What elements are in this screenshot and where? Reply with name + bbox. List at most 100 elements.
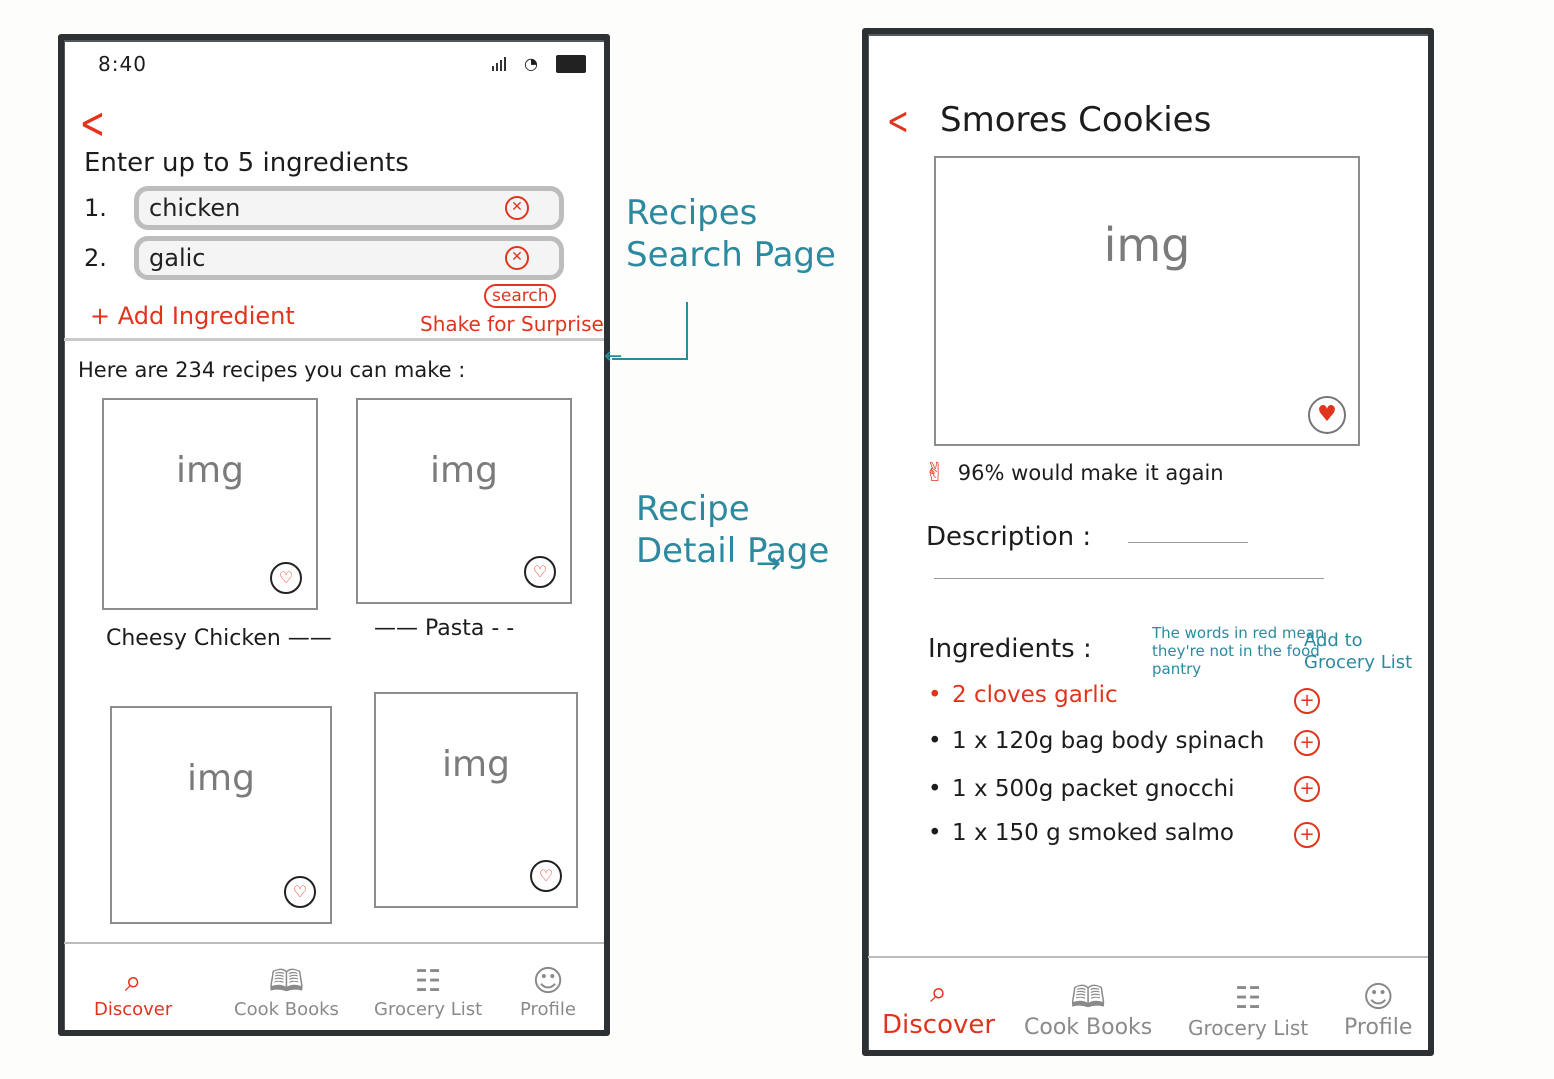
recipe-card-title[interactable]: Cheesy Chicken —— bbox=[106, 626, 332, 651]
arrow-left-icon: ← bbox=[604, 344, 623, 369]
recipe-detail-screen: < Smores Cookies img ♥ ✌ 96% would make … bbox=[862, 28, 1434, 1056]
ingredient-input-value[interactable] bbox=[147, 193, 511, 223]
tab-label: Cook Books bbox=[234, 999, 339, 1020]
bullet-icon: • bbox=[928, 728, 942, 754]
ingredient-input-2[interactable]: ✕ bbox=[134, 236, 564, 280]
results-count-text: Here are 234 recipes you can make : bbox=[78, 358, 466, 382]
shake-for-surprise-link[interactable]: Shake for Surprise bbox=[420, 312, 604, 336]
clear-ingredient-icon[interactable]: ✕ bbox=[505, 246, 529, 270]
description-label: Description : bbox=[926, 522, 1092, 552]
favorite-heart-icon[interactable]: ♡ bbox=[524, 556, 556, 588]
description-placeholder-line bbox=[1128, 542, 1248, 543]
ingredients-label: Ingredients : bbox=[928, 634, 1092, 664]
battery-icon bbox=[556, 54, 586, 73]
tab-discover[interactable]: ⌕ Discover bbox=[882, 975, 996, 1041]
ingredient-number: 1. bbox=[84, 194, 107, 222]
ingredient-item: • 1 x 120g bag body spinach bbox=[928, 728, 1264, 754]
annotation-arrow bbox=[686, 302, 688, 360]
ingredient-text: 1 x 150 g smoked salmo bbox=[952, 820, 1234, 846]
status-time: 8:40 bbox=[98, 52, 147, 76]
user-icon: ☺ bbox=[532, 964, 564, 999]
tab-label: Discover bbox=[882, 1010, 996, 1040]
bullet-icon: • bbox=[928, 776, 942, 802]
tab-cook-books[interactable]: 🕮 Cook Books bbox=[234, 964, 339, 1021]
thumbs-up-icon: ✌ bbox=[924, 458, 946, 488]
tab-grocery-list[interactable]: ☷ Grocery List bbox=[1188, 981, 1309, 1041]
bullet-icon: • bbox=[928, 682, 942, 708]
tab-cook-books[interactable]: 🕮 Cook Books bbox=[1024, 980, 1153, 1041]
tab-label: Grocery List bbox=[374, 999, 483, 1020]
detail-page-annotation: Recipe Detail Page bbox=[636, 489, 830, 571]
ingredient-item: • 1 x 150 g smoked salmo bbox=[928, 820, 1234, 846]
tab-bar: ⌕ Discover 🕮 Cook Books ☷ Grocery List ☺… bbox=[64, 942, 604, 1030]
recipe-card[interactable]: img ♡ bbox=[102, 398, 318, 610]
image-placeholder: img bbox=[442, 744, 510, 785]
missing-ingredient-note: The words in red mean they're not in the… bbox=[1152, 624, 1325, 678]
add-to-grocery-button[interactable]: + bbox=[1294, 688, 1320, 714]
book-icon: 🕮 bbox=[268, 964, 305, 999]
signal-icon bbox=[492, 56, 507, 71]
ingredient-row: 1. ✕ bbox=[84, 186, 564, 230]
add-to-grocery-button[interactable]: + bbox=[1294, 776, 1320, 802]
ingredient-item: • 1 x 500g packet gnocchi bbox=[928, 776, 1235, 802]
clear-ingredient-icon[interactable]: ✕ bbox=[505, 196, 529, 220]
tab-discover[interactable]: ⌕ Discover bbox=[94, 964, 173, 1021]
recipe-image: img ♥ bbox=[934, 156, 1360, 446]
add-to-grocery-note: Add to Grocery List bbox=[1304, 630, 1413, 673]
search-icon: ⌕ bbox=[930, 975, 947, 1010]
ingredient-input-1[interactable]: ✕ bbox=[134, 186, 564, 230]
cart-icon: ☷ bbox=[414, 964, 442, 999]
arrow-right-icon: → bbox=[756, 546, 782, 581]
page-title: Smores Cookies bbox=[940, 100, 1212, 140]
ingredient-row: 2. ✕ bbox=[84, 236, 564, 280]
search-icon: ⌕ bbox=[124, 964, 142, 999]
tab-label: Discover bbox=[94, 999, 173, 1020]
tab-profile[interactable]: ☺ Profile bbox=[520, 964, 576, 1021]
ingredient-input-value[interactable] bbox=[147, 243, 511, 273]
tab-grocery-list[interactable]: ☷ Grocery List bbox=[374, 964, 483, 1021]
divider bbox=[64, 338, 604, 341]
back-chevron-icon[interactable]: < bbox=[79, 98, 106, 149]
recipe-search-screen: 8:40 ◔ < Enter up to 5 ingredients 1. ✕ … bbox=[58, 34, 610, 1036]
ingredient-text: 1 x 120g bag body spinach bbox=[952, 728, 1265, 754]
description-placeholder-line bbox=[934, 578, 1324, 579]
recipe-card[interactable]: img ♡ bbox=[110, 706, 332, 924]
annotation-arrow bbox=[612, 358, 688, 360]
tab-label: Grocery List bbox=[1188, 1016, 1309, 1040]
tab-profile[interactable]: ☺ Profile bbox=[1344, 980, 1413, 1041]
image-placeholder: img bbox=[187, 758, 255, 799]
image-placeholder: img bbox=[430, 450, 498, 491]
tab-label: Profile bbox=[1344, 1015, 1413, 1040]
recipe-card[interactable]: img ♡ bbox=[374, 692, 578, 908]
add-to-grocery-button[interactable]: + bbox=[1294, 730, 1320, 756]
rating-text: 96% would make it again bbox=[957, 461, 1224, 485]
ingredient-number: 2. bbox=[84, 244, 107, 272]
image-placeholder: img bbox=[176, 450, 244, 491]
book-icon: 🕮 bbox=[1070, 980, 1106, 1015]
favorite-heart-icon[interactable]: ♥ bbox=[1308, 396, 1346, 434]
cart-icon: ☷ bbox=[1234, 981, 1262, 1016]
ingredient-text: 1 x 500g packet gnocchi bbox=[952, 776, 1235, 802]
search-button[interactable]: search bbox=[484, 284, 557, 308]
ingredient-item: • 2 cloves garlic bbox=[928, 682, 1118, 708]
recipe-card[interactable]: img ♡ bbox=[356, 398, 572, 604]
ingredient-text: 2 cloves garlic bbox=[952, 682, 1118, 708]
tab-bar: ⌕ Discover 🕮 Cook Books ☷ Grocery List ☺… bbox=[868, 956, 1428, 1050]
image-placeholder: img bbox=[1103, 218, 1191, 272]
rating-row: ✌ 96% would make it again bbox=[924, 458, 1224, 488]
favorite-heart-icon[interactable]: ♡ bbox=[270, 562, 302, 594]
bullet-icon: • bbox=[928, 820, 942, 846]
tab-label: Profile bbox=[520, 999, 576, 1020]
recipe-card-title[interactable]: —— Pasta - - bbox=[374, 616, 515, 641]
add-to-grocery-button[interactable]: + bbox=[1294, 822, 1320, 848]
user-icon: ☺ bbox=[1362, 980, 1394, 1015]
back-chevron-icon[interactable]: < bbox=[886, 99, 910, 143]
search-page-annotation: Recipes Search Page bbox=[626, 193, 836, 275]
favorite-heart-icon[interactable]: ♡ bbox=[530, 860, 562, 892]
status-icons: ◔ bbox=[492, 54, 586, 73]
wifi-icon: ◔ bbox=[524, 54, 538, 73]
favorite-heart-icon[interactable]: ♡ bbox=[284, 876, 316, 908]
add-ingredient-button[interactable]: + Add Ingredient bbox=[90, 302, 295, 330]
ingredient-instruction: Enter up to 5 ingredients bbox=[84, 148, 409, 178]
tab-label: Cook Books bbox=[1024, 1015, 1153, 1040]
